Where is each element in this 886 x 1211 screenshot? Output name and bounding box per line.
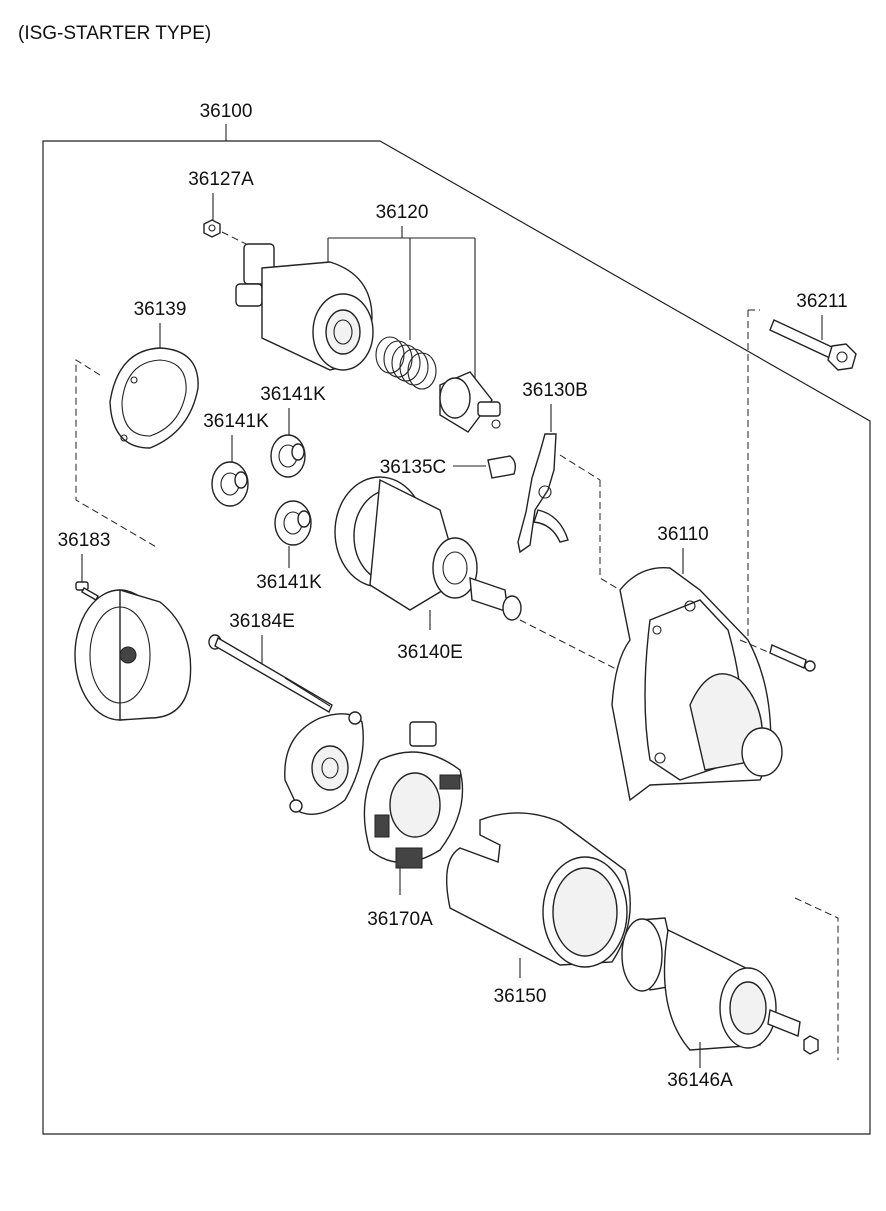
screw-left [75,581,99,601]
clutch-assembly [334,476,522,621]
bolt-right-dashline [747,309,760,660]
label-clutch: 36140E [397,642,463,663]
label-nut-top: 36127A [188,169,254,190]
label-pin: 36135C [380,457,447,478]
label-through-bolt: 36184E [229,611,295,632]
solenoid-spring [375,336,437,390]
gear-b [211,461,249,507]
label-lever: 36130B [522,380,588,401]
label-assembly: 36100 [200,101,253,122]
gear-a [270,434,306,478]
armature [621,917,819,1055]
solenoid-body [235,243,374,371]
label-screw-left: 36183 [58,530,111,551]
label-armature: 36146A [667,1070,733,1091]
label-solenoid: 36120 [376,202,429,223]
end-cover [74,589,192,721]
housing-bolt-axis [739,639,769,653]
rear-plate [284,711,364,815]
housing-bolt [769,644,816,672]
solenoid-leaders [327,226,476,390]
armature-dashline [794,897,839,1060]
diagram-title: (ISG-STARTER TYPE) [18,23,211,44]
solenoid-plunger [439,371,501,433]
gear-c [274,500,312,546]
pin [487,455,517,479]
label-brush-holder: 36170A [367,909,433,930]
label-gear-a: 36141K [260,384,326,405]
bolt-right [769,319,857,371]
shift-lever [517,433,569,554]
housing-axis [519,619,619,671]
lever-axis [559,454,601,481]
cover-plate [109,347,199,449]
nut-top [203,219,221,238]
label-gear-b: 36141K [203,411,269,432]
label-cover-plate: 36139 [134,299,187,320]
housing [611,566,783,802]
label-gear-c: 36141K [256,572,322,593]
through-bolt [208,634,333,714]
label-yoke: 36150 [494,986,547,1007]
yoke [445,812,631,968]
label-bolt-right: 36211 [796,291,847,312]
lever-dashline [599,480,621,591]
cover-plate-dashline [75,359,159,549]
brush-holder [363,721,464,869]
label-housing: 36110 [657,524,708,545]
assembly-frame [42,140,871,1135]
